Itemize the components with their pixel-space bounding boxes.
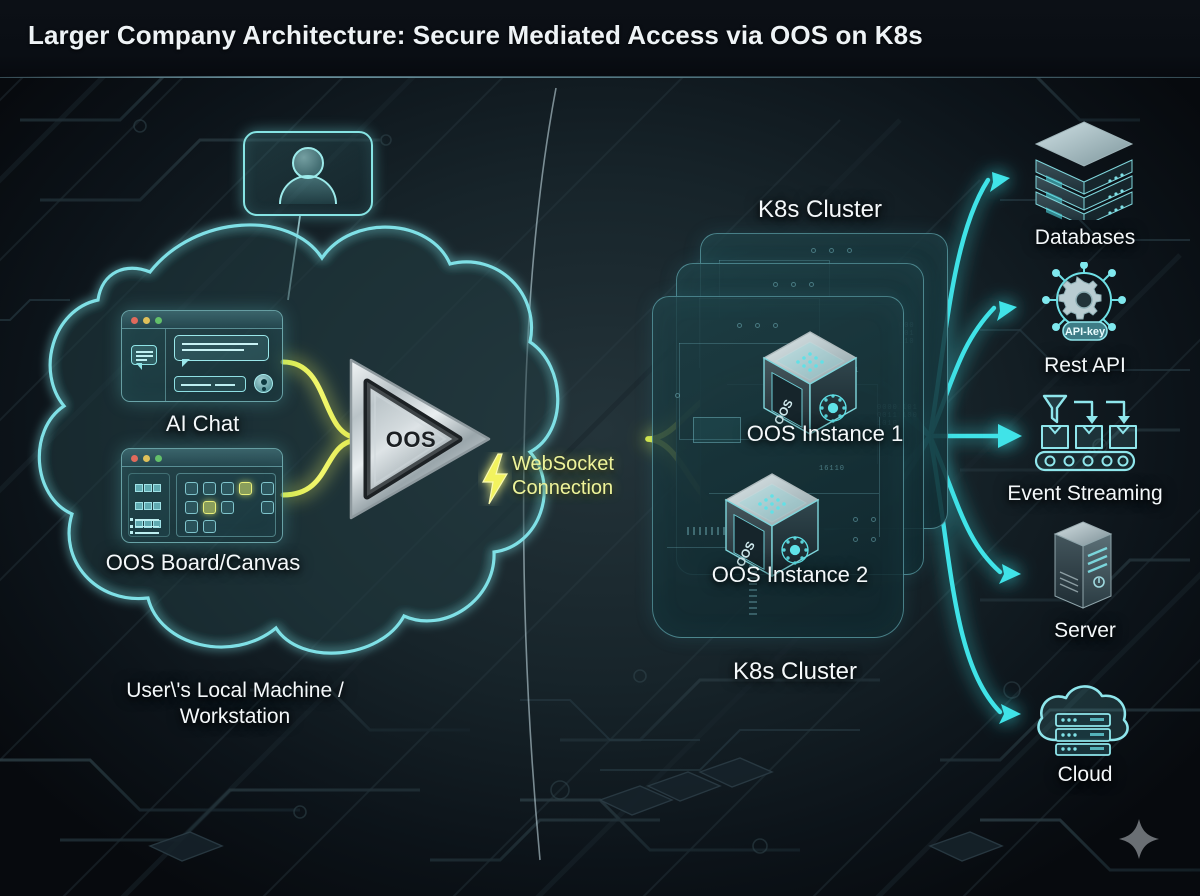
swatch-grid-icon <box>135 480 165 534</box>
page-title: Larger Company Architecture: Secure Medi… <box>28 20 923 50</box>
board-canvas-area[interactable] <box>176 473 276 537</box>
database-stack-icon[interactable] <box>1032 120 1136 227</box>
board-canvas-window-icon[interactable] <box>121 448 283 543</box>
board-sidebar <box>128 473 170 537</box>
sparkle-icon <box>1119 819 1159 859</box>
chat-sidebar <box>122 329 166 401</box>
oos-instance-1-cube[interactable]: OOS <box>760 328 860 440</box>
chat-window-icon[interactable] <box>121 310 283 402</box>
canvas-tile[interactable] <box>221 501 234 514</box>
chat-thread-icon <box>131 345 157 370</box>
close-dot <box>131 455 138 462</box>
chat-input-field[interactable] <box>174 376 246 392</box>
canvas-tile-highlighted[interactable] <box>239 482 252 495</box>
oos-instance-2-cube[interactable]: OOS <box>722 470 822 582</box>
minimize-dot <box>143 455 150 462</box>
canvas-tile[interactable] <box>185 501 198 514</box>
server-tower-icon[interactable] <box>1052 520 1114 612</box>
avatar-body <box>279 175 337 204</box>
minimize-dot <box>143 317 150 324</box>
close-dot <box>131 317 138 324</box>
title-underglow <box>0 76 1200 78</box>
canvas-tile[interactable] <box>185 482 198 495</box>
avatar-head <box>292 147 324 179</box>
window-titlebar <box>122 449 282 467</box>
chat-user-avatar-icon <box>254 374 273 393</box>
user-avatar-icon <box>243 131 373 216</box>
canvas-tile[interactable] <box>203 520 216 533</box>
canvas-tile[interactable] <box>203 482 216 495</box>
gear-api-icon[interactable]: API-key <box>1038 261 1130 348</box>
oos-logo-text: OOS <box>385 426 437 452</box>
list-icon <box>130 514 159 534</box>
title-bar: Larger Company Architecture: Secure Medi… <box>0 0 1200 78</box>
api-key-badge-text: API-key <box>1065 326 1106 338</box>
chat-message-bubble <box>174 335 269 367</box>
maximize-dot <box>155 317 162 324</box>
canvas-tile[interactable] <box>261 501 274 514</box>
cloud-servers-icon[interactable] <box>1032 678 1134 756</box>
window-titlebar <box>122 311 282 329</box>
conveyor-belt-icon[interactable] <box>1030 392 1138 474</box>
oos-triangle-logo[interactable]: OOS <box>337 352 497 527</box>
canvas-tile[interactable] <box>185 520 198 533</box>
canvas-tile-highlighted[interactable] <box>203 501 216 514</box>
canvas-tile[interactable] <box>221 482 234 495</box>
maximize-dot <box>155 455 162 462</box>
canvas-tile[interactable] <box>261 482 274 495</box>
lightning-bolt-icon <box>481 453 509 505</box>
